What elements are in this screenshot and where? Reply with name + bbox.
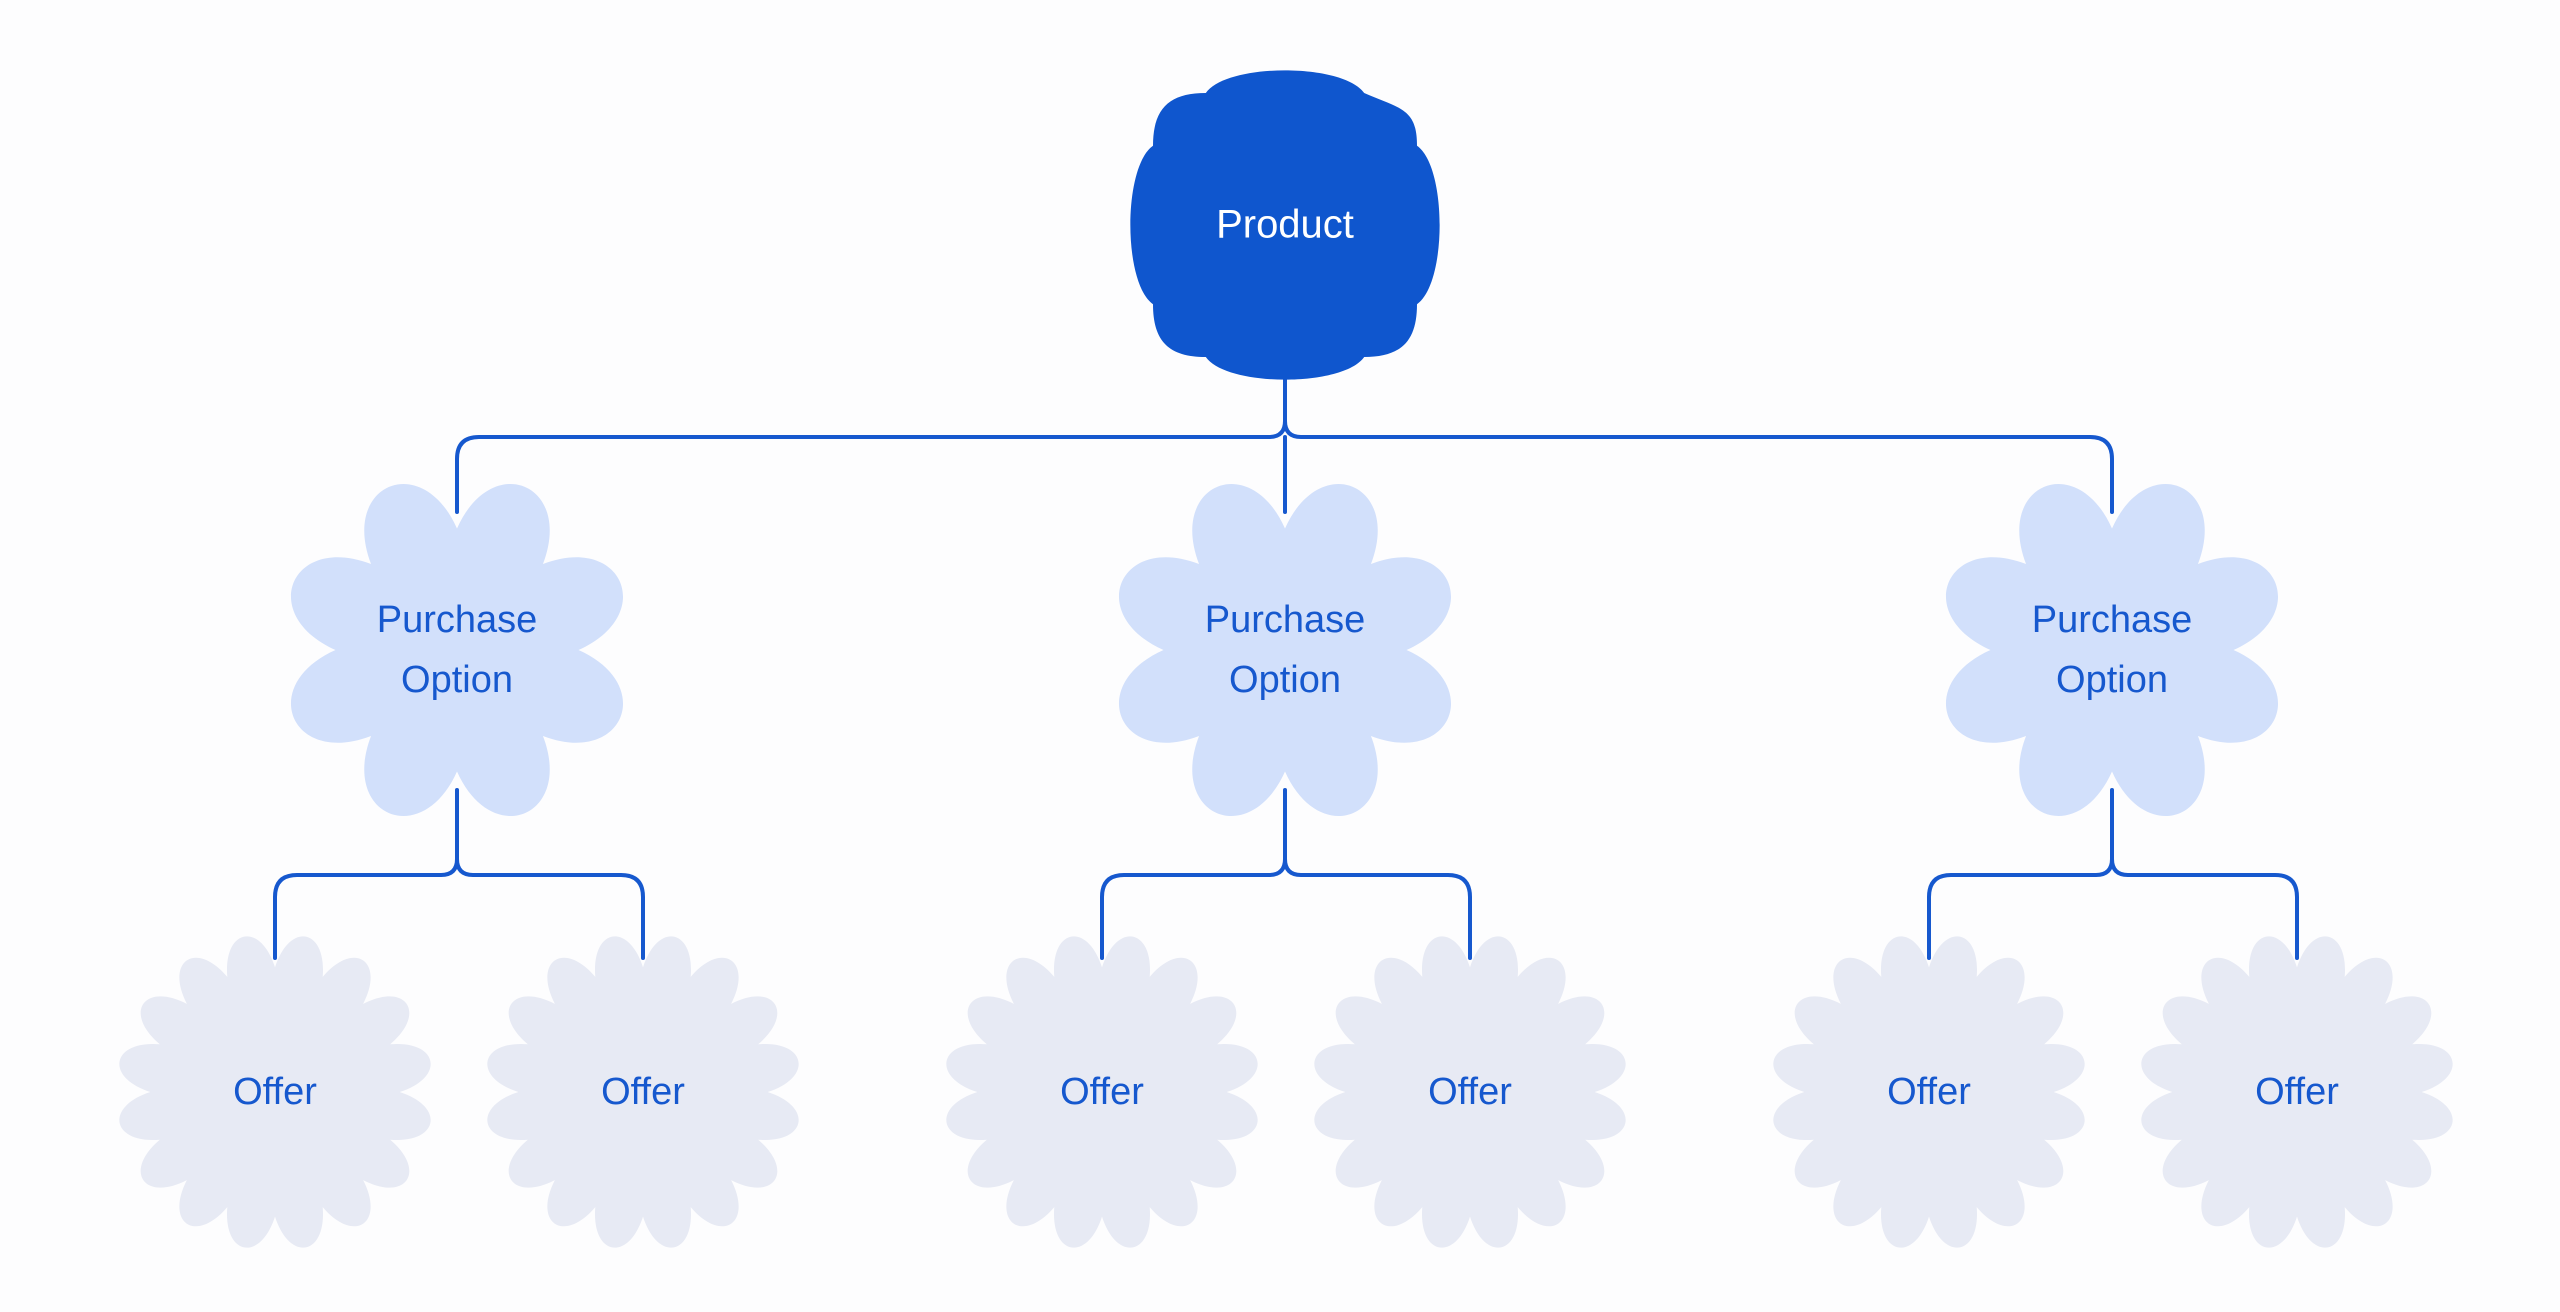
edge-product-to-purchase-option-3 xyxy=(1283,419,2114,514)
node-offer-1[interactable]: Offer xyxy=(119,936,431,1248)
purchase-option-flower-shape xyxy=(1945,483,2279,817)
edge-purchase-option-1-to-offer-3 xyxy=(455,857,645,960)
edge-purchase-option-1-to-offer-2 xyxy=(273,857,459,960)
node-offer-5[interactable]: Offer xyxy=(1773,936,2085,1248)
offer-scallop-shape xyxy=(1314,936,1626,1248)
node-product[interactable]: Product xyxy=(1130,70,1440,380)
node-offer-2[interactable]: Offer xyxy=(487,936,799,1248)
purchase-option-flower-shape xyxy=(1118,483,1452,817)
node-offer-3[interactable]: Offer xyxy=(946,936,1258,1248)
connectors-layer xyxy=(273,350,2299,960)
offer-scallop-shape xyxy=(946,936,1258,1248)
offer-scallop-shape xyxy=(2141,936,2453,1248)
offer-scallop-shape xyxy=(119,936,431,1248)
offer-scallop-shape xyxy=(1773,936,2085,1248)
edge-purchase-option-3-to-offer-3 xyxy=(2110,857,2299,960)
node-offer-6[interactable]: Offer xyxy=(2141,936,2453,1248)
offer-scallop-shape xyxy=(487,936,799,1248)
node-offer-4[interactable]: Offer xyxy=(1314,936,1626,1248)
product-blob-shape xyxy=(1130,70,1440,380)
edge-purchase-option-3-to-offer-2 xyxy=(1927,857,2114,960)
edge-product-to-purchase-option-2 xyxy=(455,419,1287,514)
edge-purchase-option-2-to-offer-3 xyxy=(1283,857,1472,960)
edge-purchase-option-2-to-offer-2 xyxy=(1100,857,1287,960)
purchase-option-flower-shape xyxy=(290,483,624,817)
